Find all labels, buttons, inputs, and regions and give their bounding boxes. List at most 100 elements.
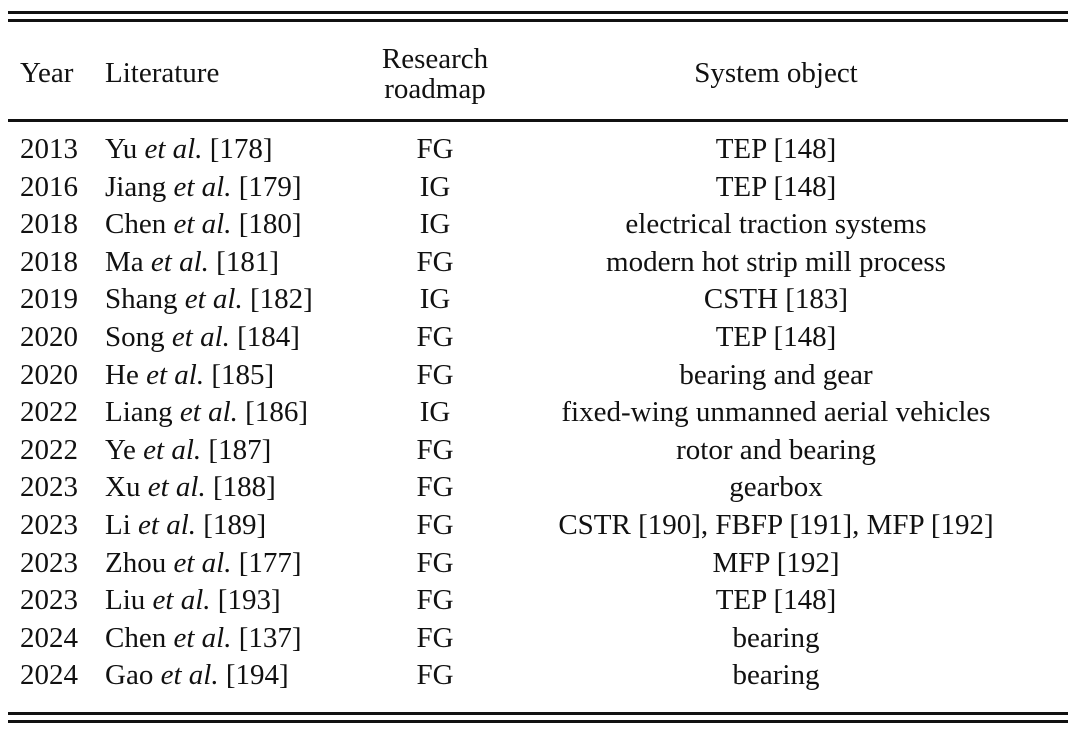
table-row: 2022 Liang et al. [186] IG fixed-wing un…: [0, 394, 1080, 432]
cell-author: Ma: [105, 245, 144, 278]
cell-system: fixed-wing unmanned aerial vehicles: [561, 396, 991, 429]
cell-system: TEP [148]: [715, 170, 837, 203]
cell-author: Yu: [105, 133, 138, 165]
cell-system: gearbox: [729, 471, 823, 504]
cell-ref: [185]: [211, 358, 275, 391]
cell-system: TEP [148]: [715, 584, 837, 617]
cell-roadmap: FG: [416, 133, 454, 165]
cell-year: 2023: [20, 508, 78, 541]
table-row: 2018 Ma et al. [181] FG modern hot strip…: [0, 244, 1080, 282]
cell-ref: [178]: [209, 133, 273, 165]
table-row: 2022 Ye et al. [187] FG rotor and bearin…: [0, 432, 1080, 470]
cell-system: TEP [148]: [715, 320, 837, 353]
cell-system: CSTR [190], FBFP [191], MFP [192]: [558, 508, 994, 541]
cell-literature: Gao et al. [194]: [105, 657, 289, 695]
table-header-rule: [8, 119, 1068, 122]
cell-system: CSTH [183]: [703, 283, 849, 316]
cell-ref: [137]: [238, 621, 302, 654]
cell-roadmap: IG: [419, 170, 451, 203]
cell-etal: et al.: [144, 133, 203, 165]
table-row: 2024 Chen et al. [137] FG bearing: [0, 620, 1080, 658]
cell-ref: [187]: [208, 433, 272, 466]
cell-etal: et al.: [184, 283, 243, 316]
cell-year: 2016: [20, 170, 78, 203]
cell-literature: Liu et al. [193]: [105, 582, 281, 620]
cell-ref: [179]: [238, 170, 302, 203]
table-row: 2019 Shang et al. [182] IG CSTH [183]: [0, 281, 1080, 319]
cell-system: electrical traction systems: [625, 208, 927, 241]
cell-ref: [181]: [216, 245, 279, 278]
cell-author: Liang: [105, 396, 173, 429]
cell-literature: Song et al. [184]: [105, 319, 300, 357]
cell-author: He: [105, 358, 139, 391]
cell-literature: Zhou et al. [177]: [105, 545, 302, 583]
cell-year: 2020: [20, 358, 78, 391]
cell-ref: [184]: [237, 320, 300, 353]
cell-ref: [177]: [238, 546, 302, 579]
cell-year: 2022: [20, 433, 78, 466]
cell-etal: et al.: [160, 659, 219, 692]
cell-literature: Li et al. [189]: [105, 507, 266, 545]
cell-roadmap: FG: [416, 584, 454, 617]
header-roadmap-line2: roadmap: [384, 73, 486, 105]
header-research-roadmap: Research roadmap: [365, 44, 505, 104]
cell-etal: et al.: [146, 358, 205, 391]
cell-year: 2024: [20, 621, 78, 654]
cell-roadmap: FG: [416, 621, 454, 654]
table-row: 2016 Jiang et al. [179] IG TEP [148]: [0, 169, 1080, 207]
cell-etal: et al.: [173, 170, 232, 203]
cell-etal: et al.: [173, 208, 232, 241]
table-row: 2024 Gao et al. [194] FG bearing: [0, 657, 1080, 695]
cell-ref: [188]: [212, 471, 276, 504]
table-bottom-rule-inner: [8, 712, 1068, 715]
cell-year: 2023: [20, 471, 78, 504]
table-row: 2018 Chen et al. [180] IG electrical tra…: [0, 206, 1080, 244]
cell-roadmap: FG: [416, 433, 454, 466]
cell-roadmap: FG: [416, 245, 454, 278]
cell-author: Chen: [105, 621, 167, 654]
cell-roadmap: IG: [419, 208, 451, 241]
cell-system: modern hot strip mill process: [606, 245, 946, 278]
cell-year: 2018: [20, 245, 78, 278]
cell-etal: et al.: [152, 584, 211, 617]
cell-literature: He et al. [185]: [105, 357, 274, 395]
cell-etal: et al.: [179, 396, 238, 429]
cell-year: 2023: [20, 546, 78, 579]
cell-system: rotor and bearing: [676, 433, 876, 466]
cell-literature: Chen et al. [137]: [105, 620, 302, 658]
cell-literature: Ye et al. [187]: [105, 432, 271, 470]
cell-roadmap: IG: [419, 396, 451, 429]
table-header-row: Year Literature Research roadmap System …: [0, 44, 1080, 110]
table-row: 2013 Yu et al. [178] FG TEP [148]: [0, 131, 1080, 169]
cell-author: Shang: [105, 283, 178, 316]
cell-author: Zhou: [105, 546, 167, 579]
cell-ref: [180]: [238, 208, 302, 241]
cell-etal: et al.: [150, 245, 209, 278]
cell-literature: Shang et al. [182]: [105, 281, 313, 319]
table-row: 2020 Song et al. [184] FG TEP [148]: [0, 319, 1080, 357]
header-system-object: System object: [694, 57, 858, 89]
table-row: 2023 Xu et al. [188] FG gearbox: [0, 469, 1080, 507]
cell-roadmap: FG: [416, 320, 454, 353]
table-row: 2023 Liu et al. [193] FG TEP [148]: [0, 582, 1080, 620]
cell-etal: et al.: [173, 621, 232, 654]
table-row: 2023 Zhou et al. [177] FG MFP [192]: [0, 545, 1080, 583]
cell-etal: et al.: [147, 471, 206, 504]
cell-etal: et al.: [171, 320, 230, 353]
cell-year: 2020: [20, 320, 78, 353]
cell-roadmap: FG: [416, 508, 454, 541]
cell-year: 2024: [20, 659, 78, 692]
cell-year: 2022: [20, 396, 78, 429]
cell-literature: Xu et al. [188]: [105, 469, 276, 507]
table-top-rule-inner: [8, 19, 1068, 22]
cell-system: TEP [148]: [715, 133, 837, 165]
cell-system: bearing and gear: [679, 358, 873, 391]
cell-ref: [194]: [225, 659, 289, 692]
cell-etal: et al.: [138, 508, 197, 541]
cell-literature: Liang et al. [186]: [105, 394, 308, 432]
cell-ref: [186]: [245, 396, 308, 429]
cell-ref: [182]: [250, 283, 313, 316]
cell-literature: Yu et al. [178]: [105, 131, 273, 169]
table-row: 2020 He et al. [185] FG bearing and gear: [0, 357, 1080, 395]
cell-roadmap: FG: [416, 546, 454, 579]
